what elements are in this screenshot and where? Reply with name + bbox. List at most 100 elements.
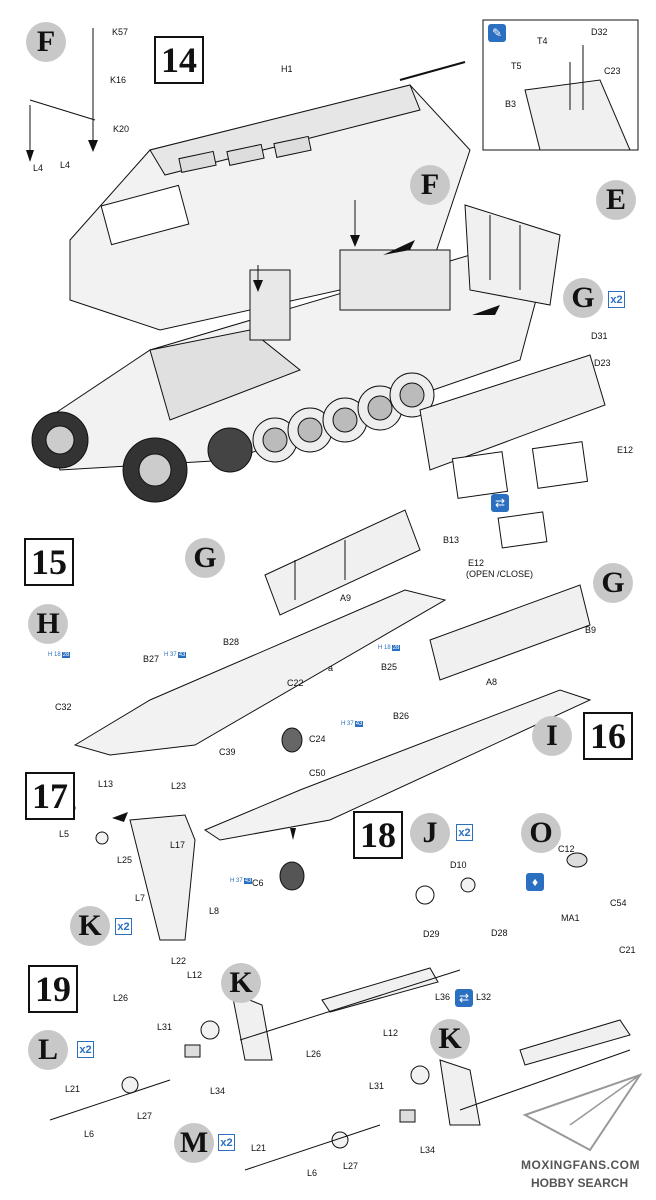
- subassembly-k-lower: K: [430, 1019, 470, 1059]
- open-close-note: (OPEN /CLOSE): [466, 569, 534, 579]
- multiplier-g-top: x2: [608, 291, 625, 308]
- part-label-l27-upper: L27: [137, 1111, 153, 1121]
- part-label-k57: K57: [112, 27, 129, 37]
- watermark-moxingfans: MOXINGFANS.COM: [521, 1158, 641, 1172]
- part-label-k16: K16: [110, 75, 127, 85]
- part-label-t5: T5: [511, 61, 522, 71]
- subassembly-k-step17: K: [70, 906, 110, 946]
- multiplier-j: x2: [456, 824, 473, 841]
- part-label-c6: C6: [252, 878, 264, 888]
- subassembly-f: F: [26, 22, 66, 62]
- part-label-c39: C39: [219, 747, 236, 757]
- part-label-l12-lower: L12: [383, 1028, 399, 1038]
- paint-drop-icon: ♦: [526, 873, 544, 891]
- step-number-14: 14: [154, 36, 204, 84]
- part-label-e12-note: E12: [468, 558, 485, 568]
- subassembly-e: E: [596, 180, 636, 220]
- track-guard-a9: [73, 589, 447, 756]
- part-label-t4: T4: [537, 36, 548, 46]
- part-label-l26-lower: L26: [306, 1049, 322, 1059]
- subassembly-g-step15: G: [185, 538, 225, 578]
- stowage-bin-g: [419, 354, 606, 471]
- part-label-c24: C24: [309, 734, 326, 744]
- subassembly-l: L: [28, 1030, 68, 1070]
- part-label-l22: L22: [171, 956, 187, 966]
- step-number-18: 18: [353, 811, 403, 859]
- multiplier-m: x2: [218, 1134, 235, 1151]
- part-label-l34-upper: L34: [210, 1086, 226, 1096]
- part-label-e12-panel: E12: [617, 445, 634, 455]
- part-label-l36: L36: [435, 992, 451, 1002]
- subassembly-m: M: [174, 1123, 214, 1163]
- part-label-l23: L23: [171, 781, 187, 791]
- multiplier-l: x2: [77, 1041, 94, 1058]
- part-label-c21: C21: [619, 945, 636, 955]
- rotate-icon: ⇄: [455, 989, 473, 1007]
- watermark-hobby-search: HOBBY SEARCH: [531, 1176, 629, 1190]
- part-label-l8: L8: [209, 906, 220, 916]
- part-label-l6-upper: L6: [84, 1129, 95, 1139]
- part-label-c50: C50: [309, 768, 326, 778]
- part-label-b13: B13: [443, 535, 460, 545]
- part-label-b27: B27: [143, 654, 160, 664]
- part-label-d28: D28: [491, 928, 508, 938]
- part-label-l4-right: L4: [60, 160, 71, 170]
- part-label-a8: A8: [486, 677, 498, 687]
- part-label-b28: B28: [223, 637, 240, 647]
- part-label-c54: C54: [610, 898, 627, 908]
- part-label-b26: B26: [393, 711, 410, 721]
- part-label-c12: C12: [558, 844, 575, 854]
- subassembly-h: H: [28, 604, 68, 644]
- part-label-b25: B25: [381, 662, 398, 672]
- part-label-k20: K20: [113, 124, 130, 134]
- part-label-l5: L5: [59, 829, 70, 839]
- part-label-l13: L13: [98, 779, 114, 789]
- open-close-icon: ⇄: [491, 494, 509, 512]
- part-label-c23: C23: [604, 66, 621, 76]
- step-number-19: 19: [28, 965, 78, 1013]
- part-label-l21-lower: L21: [251, 1143, 267, 1153]
- part-label-d31: D31: [591, 331, 608, 341]
- part-label-d32: D32: [591, 27, 608, 37]
- part-label-l7: L7: [135, 893, 146, 903]
- part-label-l31-lower: L31: [369, 1081, 385, 1091]
- part-label-c22: C22: [287, 678, 304, 688]
- part-label-ma1: MA1: [561, 913, 580, 923]
- subassembly-k-upper: K: [221, 963, 261, 1003]
- part-label-l4-left: L4: [33, 163, 44, 173]
- part-label-l12-upper: L12: [187, 970, 203, 980]
- multiplier-k: x2: [115, 918, 132, 935]
- part-label-d29: D29: [423, 929, 440, 939]
- part-label-l34-lower: L34: [420, 1145, 436, 1155]
- part-label-l27-lower: L27: [343, 1161, 359, 1171]
- step-number-17: 17: [25, 772, 75, 820]
- track-guard-a8: [203, 689, 592, 841]
- part-label-l6-lower: L6: [307, 1168, 318, 1178]
- part-label-d23: D23: [594, 358, 611, 368]
- part-label-b9: B9: [585, 625, 597, 635]
- ref-marker-a: a: [328, 663, 334, 673]
- subassembly-o: O: [521, 813, 561, 853]
- subassembly-g-top: G: [563, 278, 603, 318]
- subassembly-f-placement: F: [410, 165, 450, 205]
- part-label-c32: C32: [55, 702, 72, 712]
- part-label-l21-upper: L21: [65, 1084, 81, 1094]
- part-label-h1: H1: [281, 64, 293, 74]
- part-label-b3: B3: [505, 99, 517, 109]
- paint-brush-icon: ✎: [488, 24, 506, 42]
- part-label-l31-upper: L31: [157, 1022, 173, 1032]
- part-label-l25: L25: [117, 855, 133, 865]
- step-number-16: 16: [583, 712, 633, 760]
- subassembly-i: I: [532, 716, 572, 756]
- part-label-l32: L32: [476, 992, 492, 1002]
- part-label-a9: A9: [340, 593, 352, 603]
- part-label-l17: L17: [170, 840, 186, 850]
- step-number-15: 15: [24, 538, 74, 586]
